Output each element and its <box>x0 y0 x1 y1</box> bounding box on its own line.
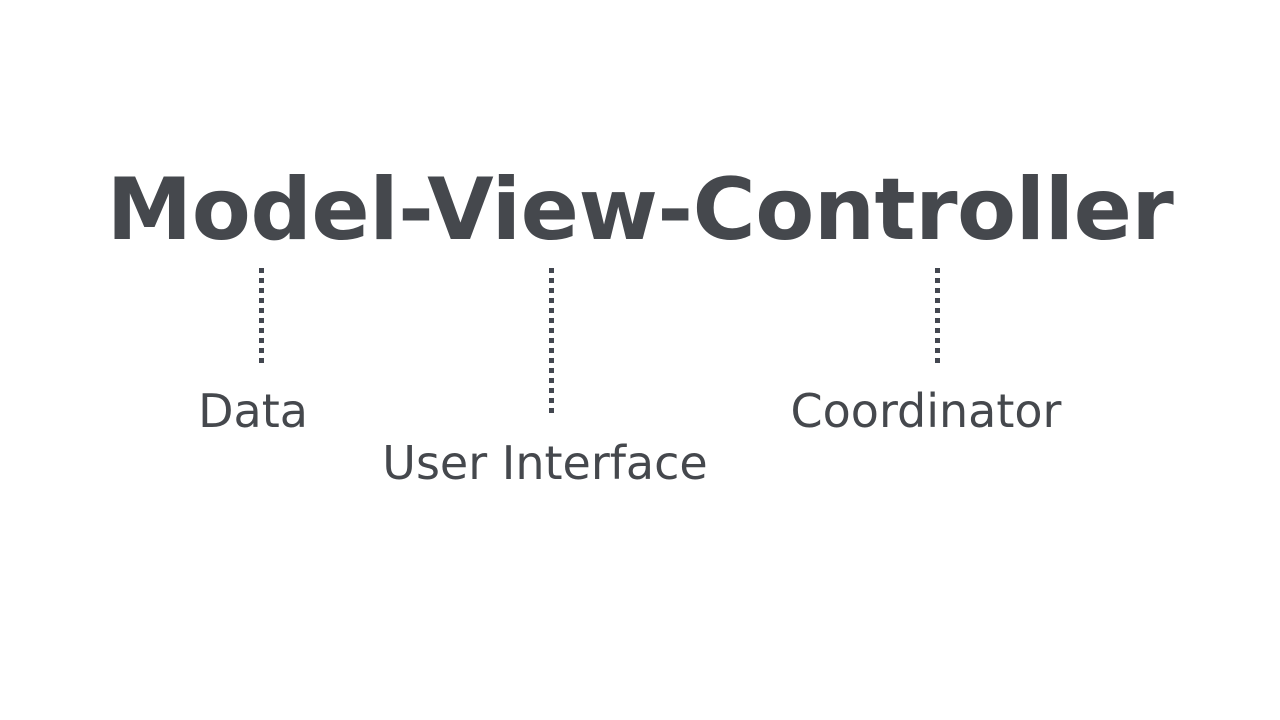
connector-line-controller <box>935 268 940 366</box>
label-view-user-interface: User Interface <box>382 436 708 490</box>
label-model-data: Data <box>198 384 308 438</box>
page-title: Model-View-Controller <box>106 160 1174 260</box>
connector-line-model <box>259 268 264 366</box>
connector-line-view <box>549 268 554 416</box>
label-controller-coordinator: Coordinator <box>790 384 1062 438</box>
